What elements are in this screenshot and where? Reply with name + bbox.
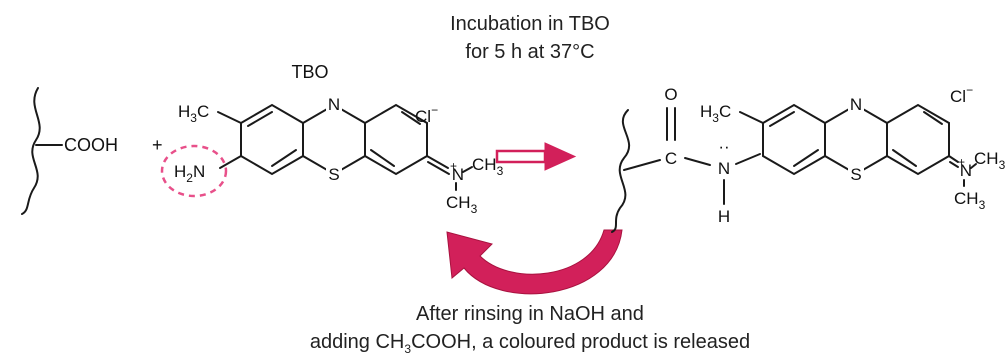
amine-highlight-circle — [160, 144, 228, 198]
tbo-molecule-left: H3C H2N N S Cl− N+ CH3 CH3 — [160, 95, 504, 216]
forward-reaction-arrow — [495, 142, 577, 171]
top-caption-line1: Incubation in TBO — [450, 13, 610, 35]
carbonyl-oxygen: O — [664, 85, 677, 104]
amide-nitrogen: N — [718, 159, 730, 178]
amine-label: H2N — [174, 162, 205, 185]
chloride-ion-right: Cl− — [950, 83, 973, 106]
top-caption: Incubation in TBO for 5 h at 37°C — [450, 13, 610, 63]
ring-sulfur: S — [328, 165, 339, 184]
reverse-release-arrow — [446, 229, 623, 295]
polymer-chain-right — [611, 109, 661, 233]
amide-lone-pair: ·· — [718, 137, 729, 156]
n-methyl-down: CH3 — [446, 193, 478, 216]
bottom-caption-line1: After rinsing in NaOH and — [416, 303, 644, 325]
amide-linkage: O C ·· N H — [664, 85, 761, 226]
carbonyl-carbon: C — [665, 149, 677, 168]
ring-nitrogen: N — [328, 95, 340, 114]
acid-group-label: COOH — [64, 135, 118, 155]
n-methyl-right-2: CH3 — [974, 149, 1006, 172]
bottom-caption: After rinsing in NaOH and adding CH3COOH… — [310, 303, 750, 356]
top-caption-line2: for 5 h at 37°C — [465, 41, 594, 63]
chloride-ion: Cl− — [415, 103, 438, 126]
iminium-nitrogen-right: N+ — [958, 155, 972, 180]
amide-hydrogen: H — [718, 207, 730, 226]
bottom-caption-line2: adding CH3COOH, a coloured product is re… — [310, 331, 750, 356]
plus-sign: + — [152, 135, 163, 155]
methyl-label: H3C — [178, 102, 209, 125]
n-methyl-right: CH3 — [472, 155, 504, 178]
ring-nitrogen-right: N — [850, 95, 862, 114]
tbo-molecule-right: H3C N S Cl− N+ CH3 CH3 — [700, 83, 1006, 212]
reagent-label: TBO — [291, 62, 328, 82]
methyl-label-right: H3C — [700, 102, 731, 125]
iminium-nitrogen: N+ — [450, 159, 464, 184]
ring-sulfur-right: S — [850, 165, 861, 184]
polymer-chain-left — [21, 87, 63, 215]
n-methyl-down-2: CH3 — [954, 189, 986, 212]
